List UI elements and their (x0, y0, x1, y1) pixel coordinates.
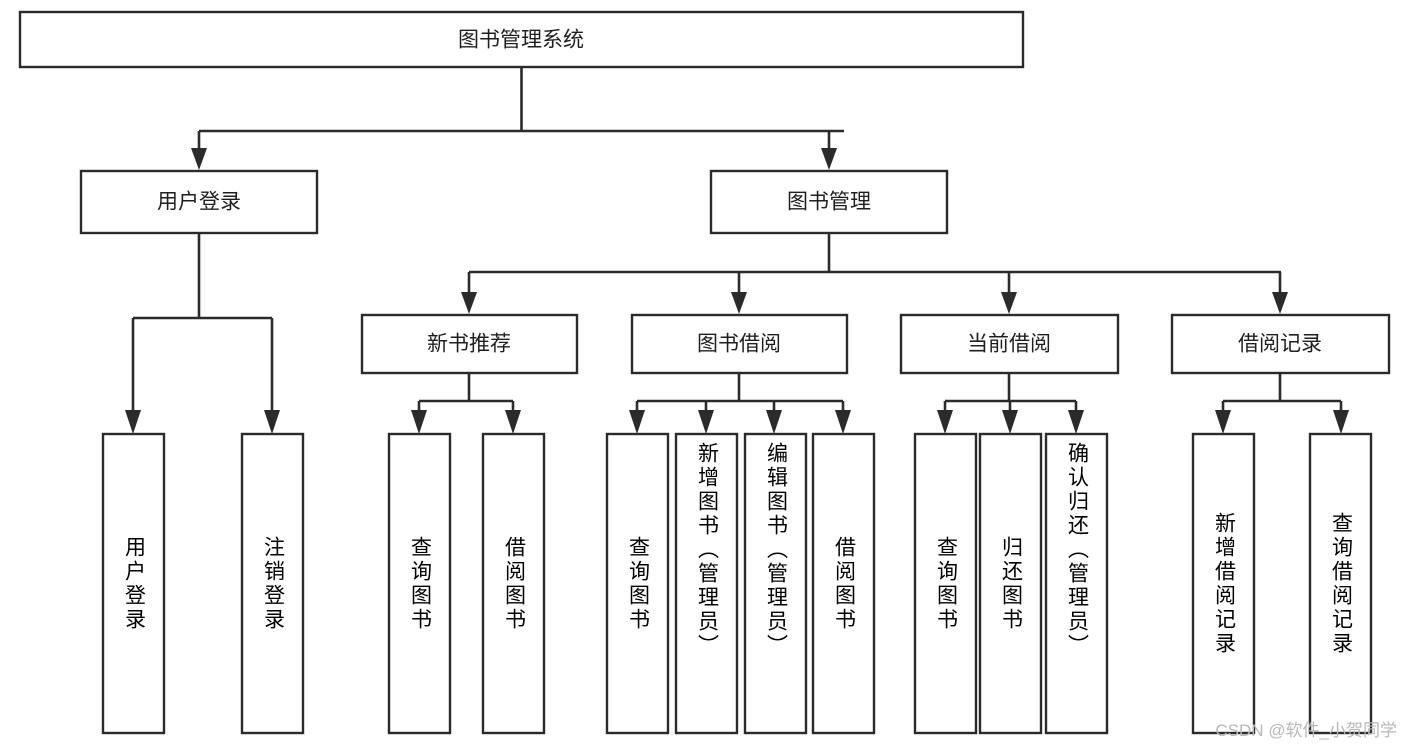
node-new-book-recommend-box[interactable] (360, 313, 579, 375)
leaf-user-login-box[interactable] (101, 432, 166, 735)
leaf-return-book[interactable]: 归还图书 (978, 432, 1043, 735)
leaf-query-book-3-box[interactable] (913, 432, 978, 735)
node-current-borrow[interactable]: 当前借阅 (899, 313, 1120, 375)
leaf-borrow-book-2-box[interactable] (811, 432, 876, 735)
leaf-confirm-return-label: 确认归还（管理员） (1065, 442, 1089, 658)
node-user-login[interactable]: 用户登录 (79, 169, 319, 235)
leaf-borrow-book-2-label: 借阅图书 (832, 535, 856, 632)
arrowhead-leaf-user-logout (264, 410, 280, 434)
leaf-user-login[interactable]: 用户登录 (101, 432, 166, 735)
node-book-management[interactable]: 图书管理 (709, 169, 949, 235)
leaf-user-login-label: 用户登录 (122, 535, 146, 632)
leaf-edit-book[interactable]: 编辑图书（管理员） (743, 432, 808, 735)
arrowhead-new-book-recommend (461, 292, 477, 314)
node-user-login-box[interactable] (79, 169, 319, 235)
node-book-borrow-box[interactable] (630, 313, 849, 375)
csdn-watermark: CSDN @软件_小贺同学 (1215, 721, 1397, 740)
leaf-query-book-1-label: 查询图书 (408, 535, 432, 632)
leaf-query-book-3[interactable]: 查询图书 (913, 432, 978, 735)
node-new-book-recommend-label: 新书推荐 (427, 333, 511, 356)
leaf-borrow-book-1[interactable]: 借阅图书 (481, 432, 546, 735)
leaf-add-book-label: 新增图书（管理员） (695, 442, 719, 658)
leaf-query-book-3-label: 查询图书 (934, 535, 958, 632)
arrowhead-leaf-edit-book (766, 410, 782, 434)
node-book-management-box[interactable] (709, 169, 949, 235)
leaf-add-record[interactable]: 新增借阅记录 (1191, 432, 1256, 735)
leaf-borrow-book-1-box[interactable] (481, 432, 546, 735)
node-root-box[interactable] (18, 10, 1025, 69)
leaf-query-record-label: 查询借阅记录 (1329, 511, 1353, 656)
node-new-book-recommend[interactable]: 新书推荐 (360, 313, 579, 375)
arrowhead-user-login (191, 148, 207, 170)
arrowhead-book-management (821, 148, 837, 170)
leaf-edit-book-label: 编辑图书（管理员） (764, 442, 788, 658)
leaf-query-record-box[interactable] (1308, 432, 1373, 735)
arrowhead-leaf-query-book-2 (629, 410, 645, 434)
arrowhead-leaf-user-login (125, 410, 141, 434)
node-borrow-record[interactable]: 借阅记录 (1170, 313, 1391, 375)
node-user-login-label: 用户登录 (157, 191, 241, 214)
leaf-user-logout[interactable]: 注销登录 (240, 432, 305, 735)
leaf-edit-book-box[interactable] (743, 432, 808, 735)
node-book-management-label: 图书管理 (787, 191, 871, 214)
node-book-borrow[interactable]: 图书借阅 (630, 313, 849, 375)
leaf-add-book-box[interactable] (674, 432, 739, 735)
node-root[interactable]: 图书管理系统 (18, 10, 1025, 69)
leaf-confirm-return[interactable]: 确认归还（管理员） (1044, 432, 1109, 735)
leaf-add-record-label: 新增借阅记录 (1212, 511, 1236, 656)
arrowhead-borrow-record (1272, 292, 1288, 314)
arrowhead-leaf-query-book-3 (937, 410, 953, 434)
leaf-borrow-book-1-label: 借阅图书 (502, 535, 526, 632)
leaf-add-book[interactable]: 新增图书（管理员） (674, 432, 739, 735)
leaf-query-book-2[interactable]: 查询图书 (605, 432, 670, 735)
leaf-confirm-return-box[interactable] (1044, 432, 1109, 735)
arrowhead-leaf-borrow-book-2 (835, 410, 851, 434)
node-book-borrow-label: 图书借阅 (697, 333, 781, 356)
arrowhead-leaf-add-book (698, 410, 714, 434)
arrowhead-leaf-borrow-book-1 (505, 410, 521, 434)
connector-layer (125, 67, 1349, 434)
arrowhead-current-borrow (1001, 292, 1017, 314)
arrowhead-leaf-confirm-return (1068, 410, 1084, 434)
node-borrow-record-label: 借阅记录 (1238, 333, 1322, 356)
arrowhead-leaf-return-book (1002, 410, 1018, 434)
node-borrow-record-box[interactable] (1170, 313, 1391, 375)
leaf-borrow-book-2[interactable]: 借阅图书 (811, 432, 876, 735)
leaf-user-logout-box[interactable] (240, 432, 305, 735)
arrowhead-leaf-add-record (1215, 410, 1231, 434)
node-current-borrow-box[interactable] (899, 313, 1120, 375)
arrowhead-book-borrow (731, 292, 747, 314)
node-current-borrow-label: 当前借阅 (967, 333, 1051, 356)
leaf-query-record[interactable]: 查询借阅记录 (1308, 432, 1373, 735)
leaf-query-book-2-box[interactable] (605, 432, 670, 735)
leaf-user-logout-label: 注销登录 (261, 535, 285, 632)
arrowhead-leaf-query-book-1 (411, 410, 427, 434)
leaf-return-book-label: 归还图书 (999, 535, 1023, 632)
leaf-add-record-box[interactable] (1191, 432, 1256, 735)
leaf-return-book-box[interactable] (978, 432, 1043, 735)
leaf-query-book-1-box[interactable] (387, 432, 452, 735)
leaf-query-book-1[interactable]: 查询图书 (387, 432, 452, 735)
node-root-label: 图书管理系统 (458, 29, 584, 52)
leaf-query-book-2-label: 查询图书 (626, 535, 650, 632)
arrowhead-leaf-query-record (1333, 410, 1349, 434)
